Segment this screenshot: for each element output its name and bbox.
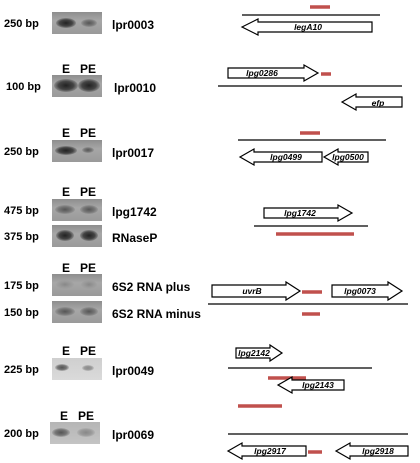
lane-label-pe: PE bbox=[80, 185, 97, 199]
gene-label-lpg0073: lpg0073 bbox=[344, 286, 376, 296]
northern-blot-rnasep bbox=[52, 225, 102, 247]
rna-name-lpr0003: lpr0003 bbox=[112, 18, 155, 32]
lane-label-e: E bbox=[62, 62, 71, 76]
size-label-lpr0049: 225 bp bbox=[4, 364, 39, 376]
gene-arrow-lpg2142 bbox=[235, 343, 284, 363]
rna-name-lpr0010: lpr0010 bbox=[114, 81, 157, 95]
lane-label-pe: PE bbox=[80, 62, 97, 76]
gene-arrow-legA10 bbox=[240, 18, 373, 36]
northern-blot-lpr0010 bbox=[52, 75, 102, 97]
gene-arrow-lpg0499 bbox=[238, 147, 323, 167]
gene-label-legA10: legA10 bbox=[294, 22, 322, 32]
lane-label-pe: PE bbox=[80, 261, 97, 275]
northern-blot-lpr0003 bbox=[52, 12, 102, 34]
gene-arrow-lpg2143 bbox=[276, 375, 345, 395]
size-label-rnasep: 375 bp bbox=[4, 231, 39, 243]
rna-name-lpr0069: lpr0069 bbox=[112, 428, 155, 442]
lane-label-e: E bbox=[62, 126, 71, 140]
gene-arrow-lpg0286 bbox=[227, 63, 320, 83]
lane-label-e: E bbox=[60, 409, 69, 423]
rna-name-lpg1742: lpg1742 bbox=[112, 205, 157, 219]
lane-label-pe: PE bbox=[80, 126, 97, 140]
gene-label-lpg1742: lpg1742 bbox=[284, 208, 316, 218]
rna-name-6s2-plus: 6S2 RNA plus bbox=[112, 280, 191, 294]
gene-arrow-lpg0500 bbox=[322, 147, 369, 167]
lane-label-pe: PE bbox=[78, 409, 95, 423]
gene-label-efp: efp bbox=[372, 98, 385, 108]
northern-blot-6s2-plus bbox=[52, 274, 102, 296]
gene-arrow-lpg2917 bbox=[226, 441, 307, 461]
gene-label-lpg0500: lpg0500 bbox=[332, 152, 364, 162]
northern-blot-lpr0017 bbox=[52, 140, 102, 162]
lane-label-e: E bbox=[62, 185, 71, 199]
northern-blot-6s2-minus bbox=[52, 301, 102, 323]
rna-name-6s2-minus: 6S2 RNA minus bbox=[112, 307, 201, 321]
size-label-lpr0010: 100 bp bbox=[6, 81, 41, 93]
rna-name-rnasep: RNaseP bbox=[112, 231, 158, 245]
lane-label-e: E bbox=[62, 344, 71, 358]
gene-arrow-efp bbox=[340, 92, 403, 112]
northern-blot-lpr0069 bbox=[50, 422, 100, 444]
lane-label-e: E bbox=[62, 261, 71, 275]
size-label-lpr0003: 250 bp bbox=[4, 18, 39, 30]
gene-label-lpg0286: lpg0286 bbox=[246, 68, 278, 78]
gene-label-lpg2142: lpg2142 bbox=[238, 348, 270, 358]
northern-blot-lpg1742 bbox=[52, 199, 102, 221]
lane-label-pe: PE bbox=[80, 344, 97, 358]
gene-label-lpg2918: lpg2918 bbox=[362, 446, 394, 456]
gene-arrow-uvrB bbox=[211, 280, 302, 302]
gene-label-lpg2917: lpg2917 bbox=[254, 446, 287, 456]
gene-label-lpg0499: lpg0499 bbox=[270, 152, 302, 162]
gene-arrow-lpg0073 bbox=[331, 280, 404, 302]
rna-name-lpr0017: lpr0017 bbox=[112, 146, 155, 160]
size-label-6s2-minus: 150 bp bbox=[4, 307, 39, 319]
gene-label-uvrB: uvrB bbox=[242, 286, 261, 296]
gene-arrow-lpg2918 bbox=[334, 441, 409, 461]
northern-blot-lpr0049 bbox=[52, 358, 102, 380]
size-label-lpr0069: 200 bp bbox=[4, 428, 39, 440]
gene-label-lpg2143: lpg2143 bbox=[302, 380, 334, 390]
gene-arrow-lpg1742 bbox=[263, 203, 354, 223]
size-label-lpr0017: 250 bp bbox=[4, 146, 39, 158]
size-label-6s2-plus: 175 bp bbox=[4, 280, 39, 292]
size-label-lpg1742: 475 bp bbox=[4, 205, 39, 217]
rna-name-lpr0049: lpr0049 bbox=[112, 364, 155, 378]
